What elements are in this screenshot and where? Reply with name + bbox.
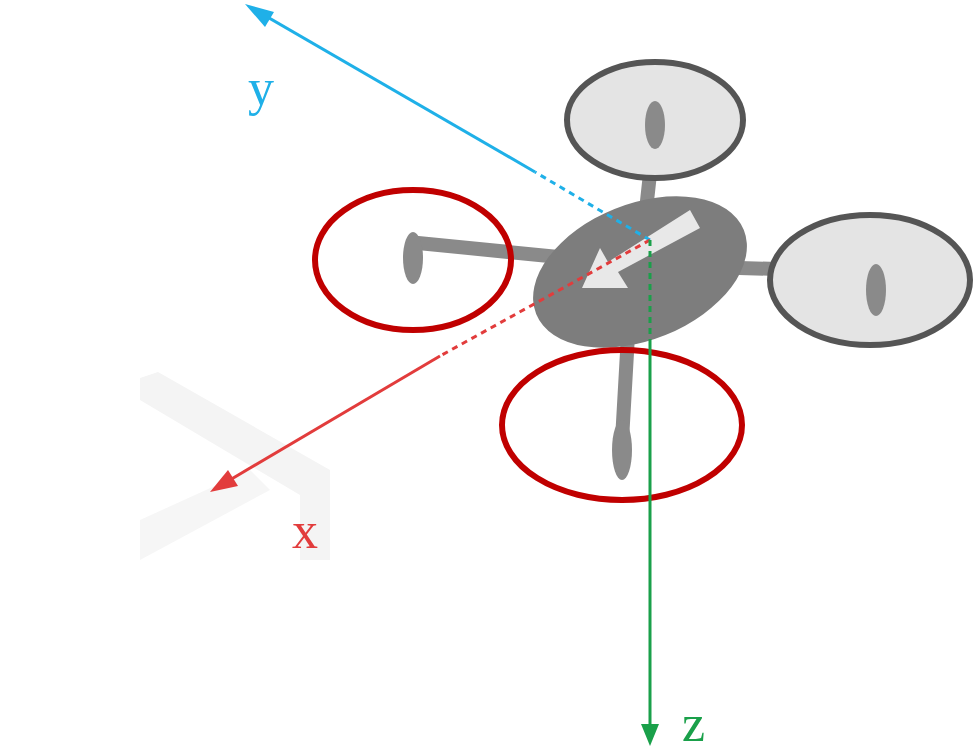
heading-arrow — [582, 210, 700, 288]
drone-body — [511, 167, 770, 377]
y-axis — [252, 8, 535, 172]
x-axis — [218, 356, 440, 487]
axis-label: x — [292, 505, 318, 557]
axis-label: z — [682, 698, 705, 750]
x-axis — [440, 240, 650, 356]
z-axis — [649, 240, 652, 340]
propeller — [770, 215, 970, 345]
axis-label: y — [248, 62, 274, 114]
z-axis-head — [641, 724, 659, 746]
highlighted-propeller — [315, 190, 511, 330]
z-axis — [649, 340, 652, 728]
x-axis-head — [210, 470, 238, 492]
propeller — [567, 62, 743, 178]
watermark-shape — [140, 470, 270, 560]
propeller-hubs — [403, 101, 886, 480]
highlighted-propeller — [502, 350, 742, 500]
y-axis — [535, 172, 650, 240]
y-axis-head — [245, 4, 274, 27]
watermark-shape — [140, 372, 330, 560]
